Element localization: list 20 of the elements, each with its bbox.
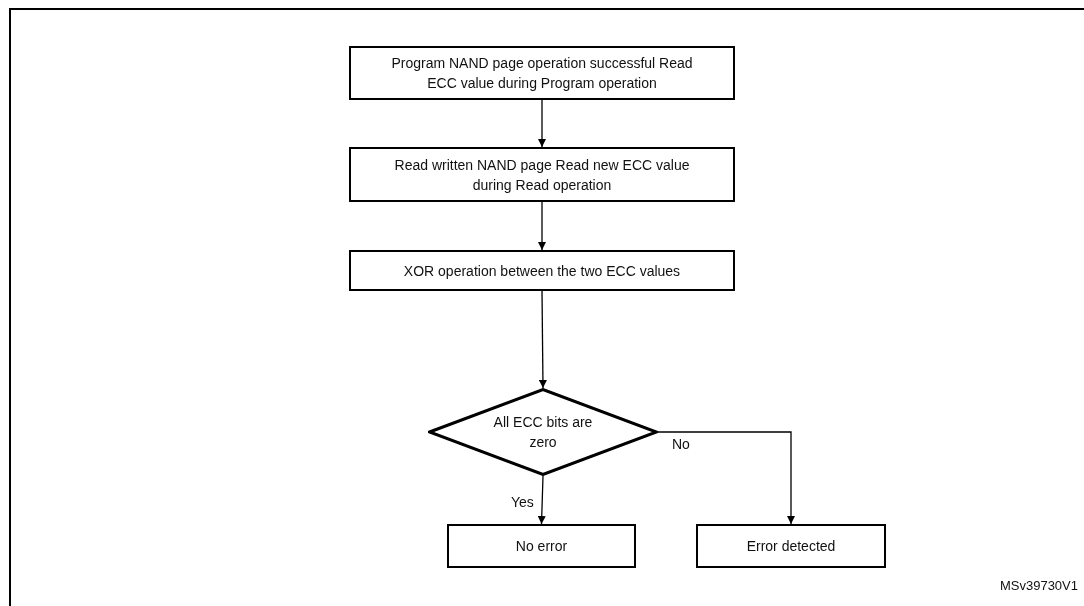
figure-id: MSv39730V1 xyxy=(999,578,1078,593)
process-box xyxy=(349,46,735,100)
process-box xyxy=(447,524,636,568)
decision-text: All ECC bits are zero xyxy=(492,413,594,452)
edge-label: Yes xyxy=(511,494,534,510)
decision-diamond xyxy=(428,388,658,476)
arrow xyxy=(538,290,547,389)
arrow xyxy=(538,99,546,148)
process-box xyxy=(349,250,735,291)
step-text: XOR operation between the two ECC values xyxy=(402,261,682,281)
step-text: No error xyxy=(514,537,569,556)
process-box xyxy=(349,147,735,202)
arrow xyxy=(657,431,795,525)
arrow xyxy=(537,475,546,525)
step-text: Error detected xyxy=(745,537,837,556)
process-box xyxy=(696,524,886,568)
edge-label: No xyxy=(672,436,690,452)
step-text: Program NAND page operation successful Read ECC value during Program operation xyxy=(390,54,694,93)
step-text: Read written NAND page Read new ECC value during Read operation xyxy=(393,155,691,195)
arrow xyxy=(538,201,546,251)
